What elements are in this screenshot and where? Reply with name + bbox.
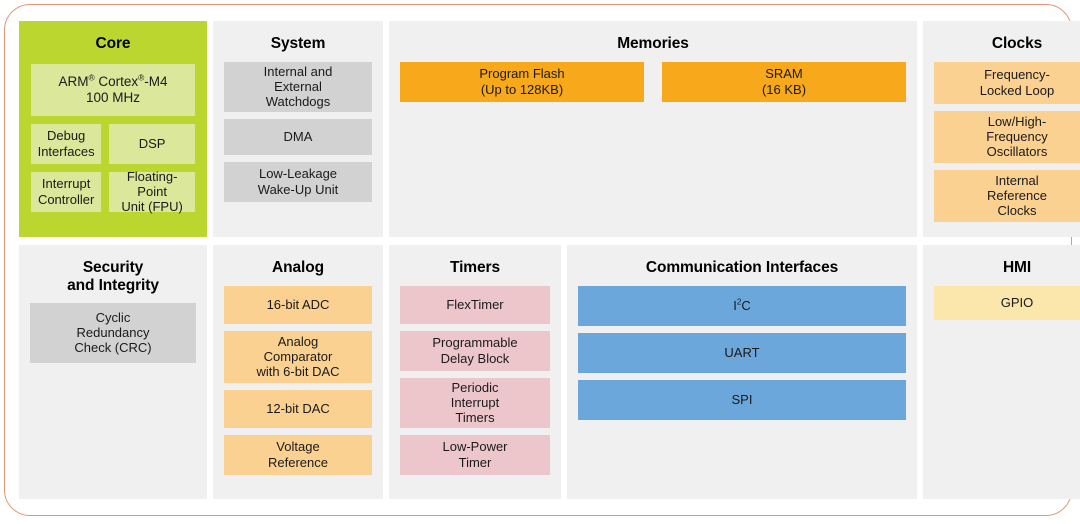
panel-title-core: Core bbox=[95, 35, 131, 52]
block-16-bit-adc[interactable]: 16-bit ADC bbox=[224, 285, 372, 324]
block-spi[interactable]: SPI bbox=[578, 379, 906, 420]
panel-title-memories: Memories bbox=[617, 35, 689, 52]
block-label-i2c: I2C bbox=[733, 297, 751, 314]
panel-title-clocks: Clocks bbox=[991, 35, 1043, 52]
block-arm-cortex-m4[interactable]: ARM® Cortex®-M4 100 MHz bbox=[31, 63, 195, 116]
panel-hmi: HMI GPIO bbox=[923, 245, 1080, 499]
panel-clocks: Clocks Frequency-Locked Loop Low/High-Fr… bbox=[923, 21, 1080, 237]
block-i2c[interactable]: I2C bbox=[578, 285, 906, 326]
block-gpio[interactable]: GPIO bbox=[934, 285, 1080, 320]
panel-title-hmi: HMI bbox=[1002, 259, 1032, 276]
block-flextimer[interactable]: FlexTimer bbox=[400, 285, 550, 324]
block-program-flash[interactable]: Program Flash(Up to 128KB) bbox=[400, 61, 644, 102]
block-frequency-locked-loop[interactable]: Frequency-Locked Loop bbox=[934, 61, 1080, 104]
panel-title-system: System bbox=[270, 35, 326, 52]
block-label-line1: ARM® Cortex®-M4 bbox=[58, 72, 168, 89]
communication-block-group: I2C UART SPI bbox=[578, 285, 906, 420]
block-dma[interactable]: DMA bbox=[224, 118, 372, 155]
hmi-block-group: GPIO bbox=[934, 285, 1080, 320]
panel-memories: Memories Program Flash(Up to 128KB) SRAM… bbox=[389, 21, 917, 237]
panel-title-communication: Communication Interfaces bbox=[645, 259, 839, 276]
block-uart[interactable]: UART bbox=[578, 332, 906, 373]
memories-block-group: Program Flash(Up to 128KB) SRAM(16 KB) bbox=[400, 61, 906, 102]
block-dsp[interactable]: DSP bbox=[109, 123, 195, 164]
panel-communication-interfaces: Communication Interfaces I2C UART SPI bbox=[567, 245, 917, 499]
clocks-block-group: Frequency-Locked Loop Low/High-Frequency… bbox=[934, 61, 1080, 222]
block-label-line2: 100 MHz bbox=[85, 89, 140, 105]
panel-title-timers: Timers bbox=[450, 259, 500, 276]
block-sram[interactable]: SRAM(16 KB) bbox=[662, 61, 906, 102]
block-12-bit-dac[interactable]: 12-bit DAC bbox=[224, 389, 372, 428]
panel-title-analog: Analog bbox=[272, 259, 324, 276]
